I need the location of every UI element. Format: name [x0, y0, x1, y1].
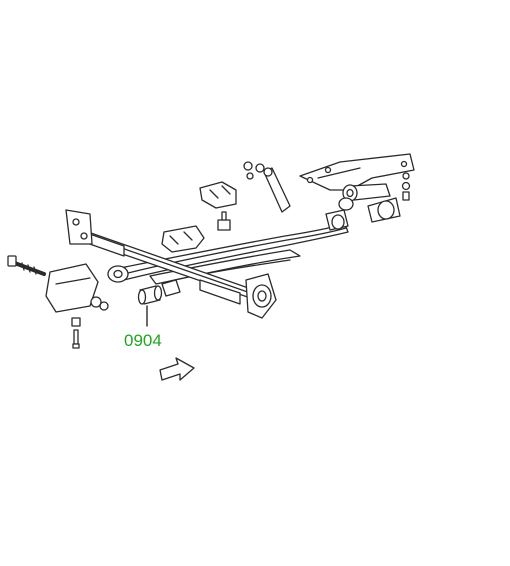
- bump-stop-parts: [217, 161, 265, 231]
- shackle-link: [263, 167, 291, 213]
- top-u-bracket: [199, 181, 237, 209]
- spring-saddle: [161, 225, 205, 253]
- rear-shackle: [338, 183, 401, 223]
- bushing-0904[interactable]: [137, 279, 181, 305]
- part-number-label[interactable]: 0904: [124, 331, 162, 350]
- left-mount-bracket: [7, 255, 109, 349]
- right-bolt-stack: [401, 172, 411, 201]
- direction-arrow-icon: [159, 357, 195, 381]
- spring-rear-eye: [325, 209, 349, 231]
- right-hub-plate: [245, 273, 277, 319]
- left-axle-mount: [65, 209, 93, 245]
- rear-hanger-bracket: [299, 153, 415, 191]
